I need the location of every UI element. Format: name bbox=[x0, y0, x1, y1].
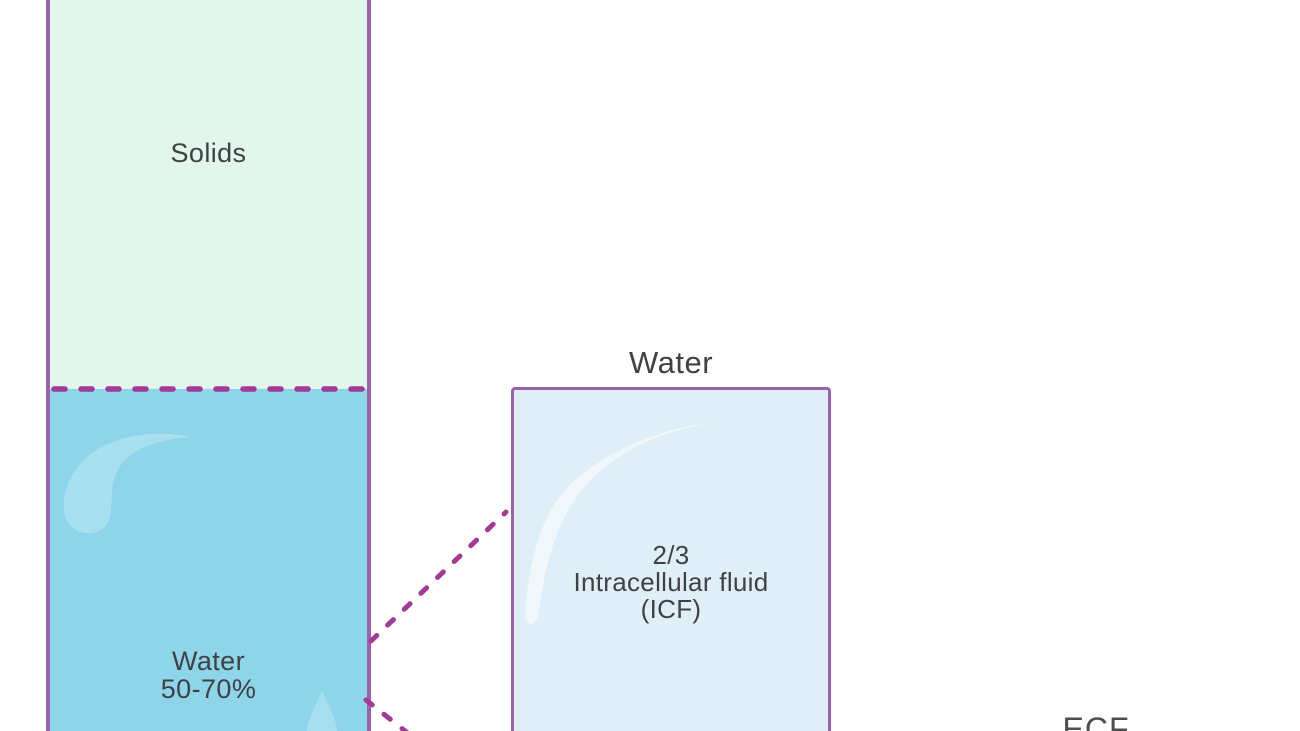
ecf-label: ECF bbox=[1062, 711, 1130, 731]
body-water-section bbox=[50, 389, 367, 731]
water-shine-comma-shape bbox=[63, 433, 191, 534]
icf-box bbox=[511, 387, 831, 731]
solids-label: Solids bbox=[170, 138, 247, 168]
body-water-percentage: 50-70% bbox=[160, 674, 257, 704]
water-box-title: Water bbox=[628, 345, 714, 380]
icf-name: Intracellular fluid bbox=[573, 567, 769, 597]
solids-section bbox=[50, 0, 367, 389]
body-water-label-line1: Water bbox=[171, 646, 245, 676]
body-water-label: Water 50-70% bbox=[46, 647, 371, 703]
total-body-container bbox=[46, 0, 371, 731]
connector-to-icf-dashed-line bbox=[368, 509, 509, 644]
water-highlight-decoration bbox=[63, 433, 337, 731]
icf-abbreviation: (ICF) bbox=[640, 594, 702, 624]
icf-label: 2/3 Intracellular fluid (ICF) bbox=[511, 542, 831, 623]
connector-to-ecf-dashed-line bbox=[363, 697, 410, 731]
water-droplet-shape bbox=[307, 691, 337, 731]
icf-fraction: 2/3 bbox=[652, 540, 690, 570]
